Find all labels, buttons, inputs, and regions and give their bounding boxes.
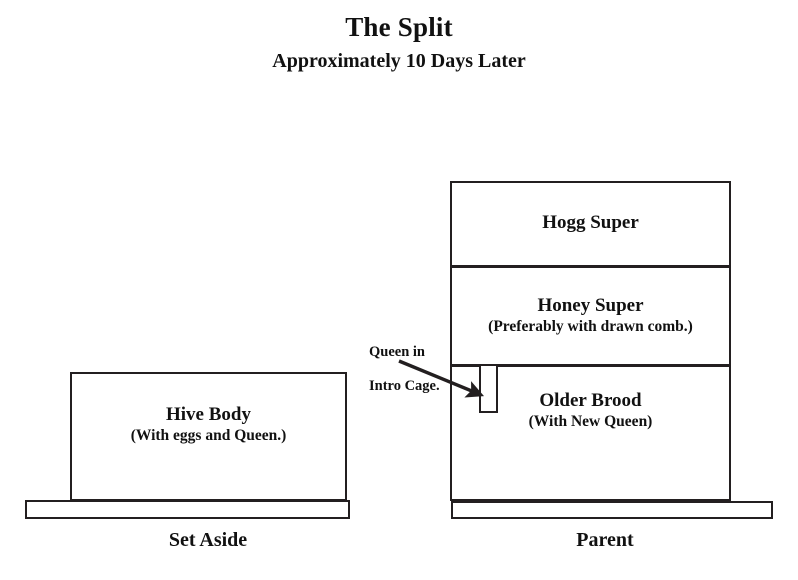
hive-box-hogg-super: Hogg Super bbox=[450, 181, 731, 267]
older-brood-subtitle: (With New Queen) bbox=[528, 413, 653, 431]
honey-super-title: Honey Super bbox=[537, 295, 644, 316]
caption-set-aside: Set Aside bbox=[168, 529, 248, 551]
page-title: The Split bbox=[345, 12, 453, 42]
title-block: The Split Approximately 10 Days Later bbox=[0, 12, 798, 73]
page-subtitle: Approximately 10 Days Later bbox=[272, 50, 526, 73]
bottom-board-parent bbox=[451, 501, 773, 519]
annotation-queen-intro-cage: Queen in Intro Cage. bbox=[369, 327, 440, 413]
queen-intro-cage-box bbox=[479, 366, 498, 413]
hive-body-title: Hive Body bbox=[166, 404, 251, 425]
caption-parent: Parent bbox=[576, 529, 634, 551]
hive-box-hive-body: Hive Body (With eggs and Queen.) bbox=[70, 372, 347, 501]
hogg-super-title: Hogg Super bbox=[542, 212, 639, 233]
annotation-line-2: Intro Cage. bbox=[369, 378, 440, 395]
hive-box-honey-super: Honey Super (Preferably with drawn comb.… bbox=[450, 266, 731, 366]
older-brood-text-group: Older Brood (With New Queen) bbox=[452, 390, 729, 432]
hive-body-text-group: Hive Body (With eggs and Queen.) bbox=[72, 404, 345, 446]
honey-super-text-group: Honey Super (Preferably with drawn comb.… bbox=[452, 295, 729, 337]
honey-super-subtitle: (Preferably with drawn comb.) bbox=[488, 318, 693, 336]
bottom-board-set-aside bbox=[25, 500, 350, 519]
older-brood-title: Older Brood bbox=[539, 390, 642, 411]
hogg-super-text-group: Hogg Super bbox=[452, 212, 729, 234]
hive-body-subtitle: (With eggs and Queen.) bbox=[130, 427, 287, 445]
annotation-line-1: Queen in bbox=[369, 344, 425, 361]
